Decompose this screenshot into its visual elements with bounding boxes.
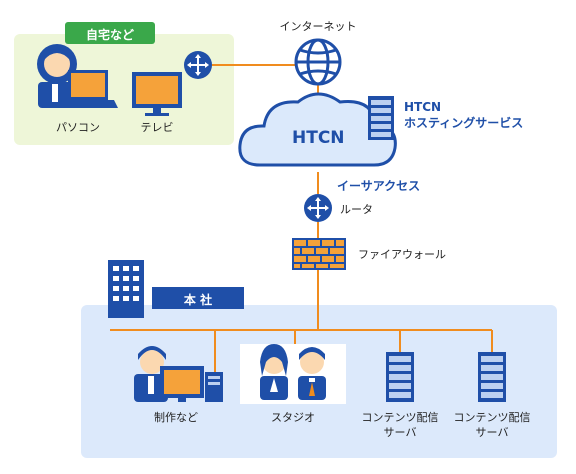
pc-label: パソコン	[56, 121, 100, 134]
server1-label-line2: サーバ	[383, 426, 417, 439]
hosting-label-line1: HTCN	[404, 100, 442, 114]
internet-label: インターネット	[279, 20, 357, 33]
internet-globe-icon	[294, 38, 342, 86]
hq-title: 本 社	[183, 293, 213, 307]
building-icon	[108, 260, 144, 318]
pc-tower-icon	[205, 372, 223, 402]
monitor-icon	[160, 366, 204, 402]
content-server-icon-2	[478, 352, 506, 402]
server2-label-line1: コンテンツ配信	[453, 411, 531, 424]
firewall-label: ファイアウォール	[358, 248, 446, 261]
firewall-icon	[292, 238, 346, 270]
hosting-label-line2: ホスティングサービス	[404, 116, 524, 130]
tv-icon	[132, 72, 182, 116]
home-router-icon	[184, 51, 212, 79]
home-title: 自宅など	[85, 28, 134, 42]
router-icon	[304, 194, 332, 222]
server2-label-line2: サーバ	[475, 426, 509, 439]
server1-label-line1: コンテンツ配信	[361, 411, 439, 424]
router-label: ルータ	[340, 203, 373, 216]
production-user-icon	[134, 346, 168, 402]
hosting-server-icon	[368, 96, 394, 140]
htcn-cloud-label: HTCN	[292, 128, 345, 148]
studio-label: スタジオ	[271, 411, 315, 424]
tv-label: テレビ	[140, 121, 174, 134]
hq-badge	[152, 287, 244, 309]
htcn-cloud	[238, 92, 397, 167]
content-server-icon-1	[386, 352, 414, 402]
eaccess-label: イーサアクセス	[337, 179, 421, 193]
studio-panel	[240, 344, 346, 404]
home-badge	[65, 22, 155, 44]
studio-people-icon	[260, 344, 326, 400]
production-label: 制作など	[154, 411, 198, 424]
laptop-icon	[58, 70, 118, 108]
